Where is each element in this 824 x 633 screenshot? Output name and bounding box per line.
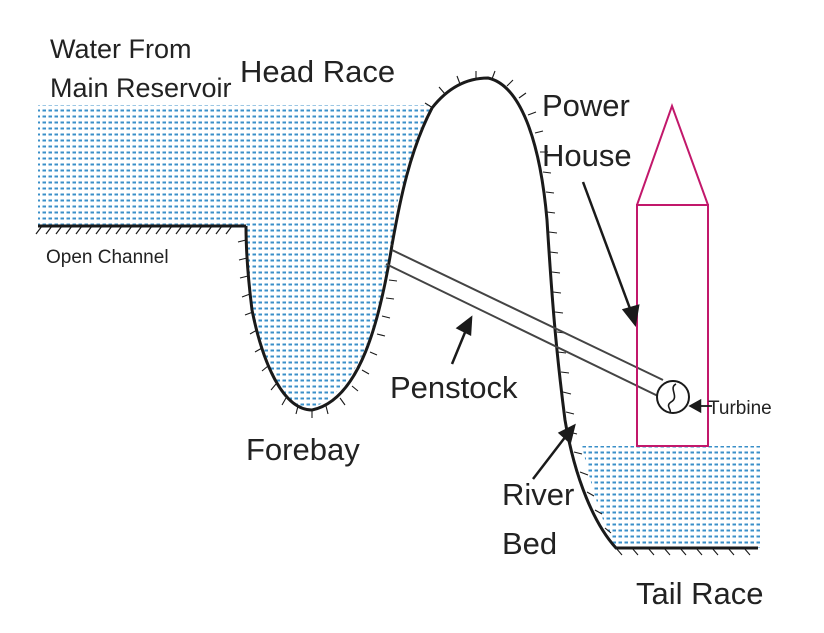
label-open-channel: Open Channel: [46, 247, 169, 268]
hill-hatch: [424, 70, 751, 556]
label-house: House: [542, 138, 632, 173]
hill-outline: [390, 76, 758, 550]
label-head-race: Head Race: [240, 54, 395, 89]
penstock-arrowhead: [455, 315, 473, 336]
power-house-roof: [636, 103, 709, 206]
label-bed: Bed: [502, 526, 557, 561]
label-power: Power: [542, 88, 630, 123]
river-bed-arrowhead: [557, 423, 576, 445]
label-tail-race: Tail Race: [636, 576, 764, 611]
penstock-arrow: [450, 329, 468, 365]
label-water-from: Water From: [50, 34, 192, 64]
label-main-reservoir: Main Reservoir: [50, 73, 232, 103]
label-forebay: Forebay: [246, 432, 360, 467]
label-turbine: Turbine: [708, 398, 772, 419]
turbine-icon: [656, 380, 690, 414]
penstock-pipe: [385, 249, 664, 397]
tail-race-water: [582, 446, 760, 548]
head-race-water: [38, 105, 432, 226]
arrows: [450, 181, 712, 480]
label-penstock: Penstock: [390, 370, 518, 405]
open-channel-hatch: [35, 225, 233, 235]
power-house-arrowhead: [621, 304, 640, 327]
forebay-hatch: [237, 239, 398, 418]
river-bed-arrow: [532, 435, 567, 480]
turbine-rotor: [667, 383, 677, 413]
power-house-arrow: [581, 181, 634, 315]
forebay-water: [246, 226, 395, 409]
turbine-arrowhead: [688, 398, 702, 414]
power-house-body: [636, 204, 709, 447]
label-river: River: [502, 477, 574, 512]
forebay-wall: [244, 225, 394, 412]
